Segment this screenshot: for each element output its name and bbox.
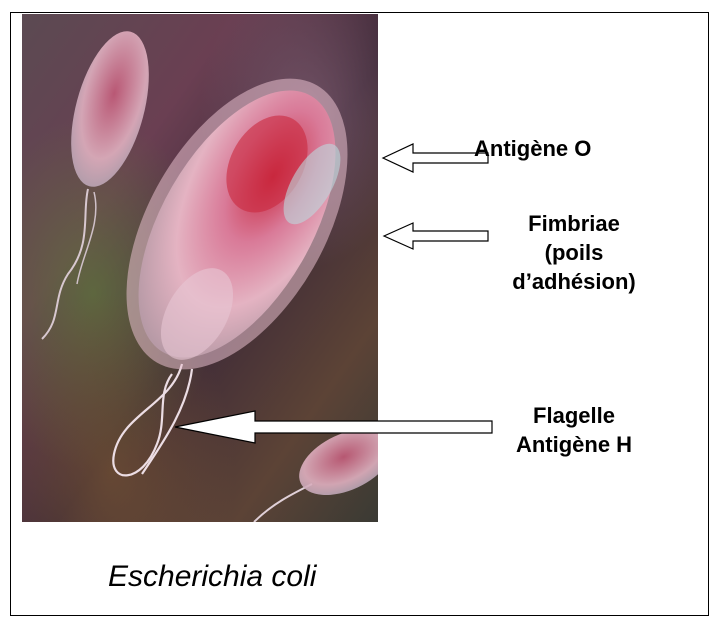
label-fimbriae-line1: Fimbriae bbox=[474, 209, 674, 238]
label-antigen-o: Antigène O bbox=[474, 134, 591, 163]
label-flagelle: Flagelle Antigène H bbox=[474, 401, 674, 459]
label-fimbriae-line3: d’adhésion) bbox=[474, 267, 674, 296]
label-fimbriae: Fimbriae (poils d’adhésion) bbox=[474, 209, 674, 296]
figure-caption: Escherichia coli bbox=[108, 560, 316, 594]
label-flagelle-line1: Flagelle bbox=[474, 401, 674, 430]
label-fimbriae-line2: (poils bbox=[474, 238, 674, 267]
bacteria-illustration bbox=[22, 14, 378, 522]
label-flagelle-line2: Antigène H bbox=[474, 430, 674, 459]
